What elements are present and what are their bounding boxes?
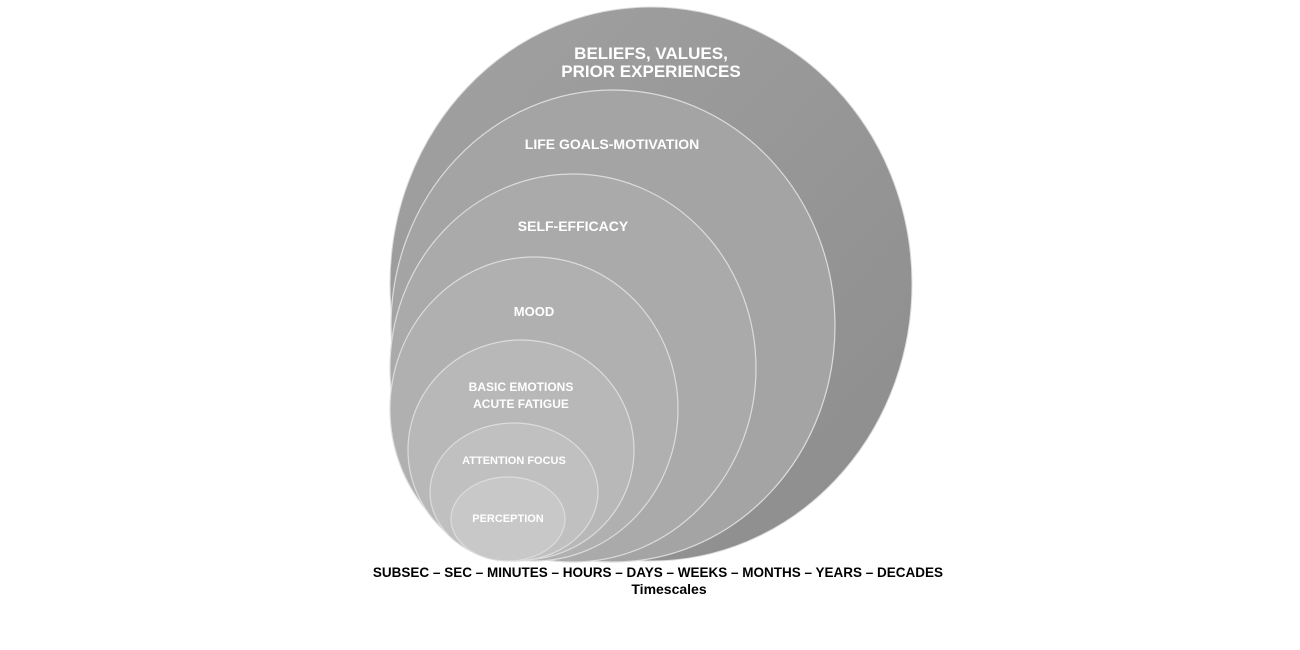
life-goals-label: LIFE GOALS-MOTIVATION: [525, 136, 699, 152]
perception-ellipse: [450, 476, 566, 562]
perception-label-line: PERCEPTION: [472, 513, 544, 525]
beliefs-label: BELIEFS, VALUES,PRIOR EXPERIENCES: [561, 44, 741, 81]
beliefs-label-line: PRIOR EXPERIENCES: [561, 62, 741, 81]
timescale-axis-label: SUBSEC – SEC – MINUTES – HOURS – DAYS – …: [372, 565, 944, 580]
timescale-title: Timescales: [631, 581, 707, 597]
basic-emotions-label-line: ACUTE FATIGUE: [473, 397, 569, 411]
self-efficacy-label-line: SELF-EFFICACY: [518, 218, 629, 234]
basic-emotions-label-line: BASIC EMOTIONS: [469, 380, 574, 394]
perception-label: PERCEPTION: [472, 513, 544, 525]
attention-focus-label: ATTENTION FOCUS: [462, 455, 566, 467]
attention-focus-label-line: ATTENTION FOCUS: [462, 455, 566, 467]
label-layer: BELIEFS, VALUES,PRIOR EXPERIENCES LIFE GO…: [462, 44, 741, 525]
mood-label-line: MOOD: [514, 304, 554, 319]
ellipse-layer: [389, 6, 913, 563]
mood-label: MOOD: [514, 304, 554, 319]
life-goals-label-line: LIFE GOALS-MOTIVATION: [525, 136, 699, 152]
beliefs-label-line: BELIEFS, VALUES,: [574, 44, 728, 63]
basic-emotions-label: BASIC EMOTIONS ACUTE FATIGUE: [469, 380, 574, 411]
self-efficacy-label: SELF-EFFICACY: [518, 218, 629, 234]
